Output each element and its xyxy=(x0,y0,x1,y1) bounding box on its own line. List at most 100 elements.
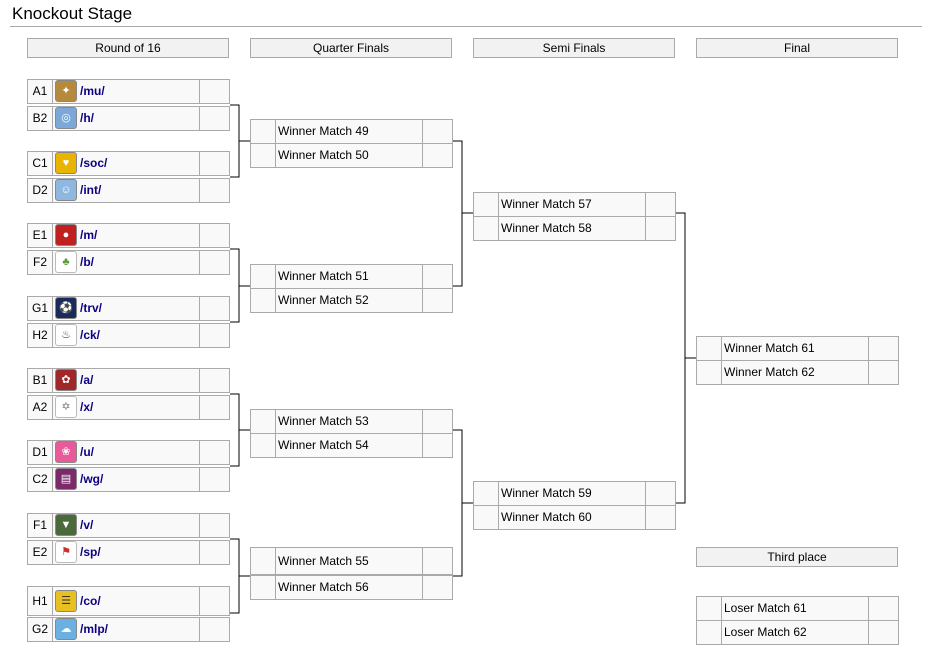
score-cell xyxy=(199,618,229,641)
seed-cell xyxy=(251,120,276,143)
team-cell: ▼/v/ xyxy=(53,514,199,537)
seed-cell xyxy=(251,410,276,433)
qf-row[interactable]: Winner Match 51 xyxy=(250,264,453,289)
r16-row-g1[interactable]: G1 ⚽/trv/ xyxy=(27,296,230,321)
final-row[interactable]: Winner Match 62 xyxy=(696,360,899,385)
qf-row[interactable]: Winner Match 56 xyxy=(250,575,453,600)
team-cell: ☁/mlp/ xyxy=(53,618,199,641)
seed-cell xyxy=(251,289,276,312)
final-row[interactable]: Winner Match 61 xyxy=(696,336,899,361)
sf-row[interactable]: Winner Match 59 xyxy=(473,481,676,506)
team-link[interactable]: /a/ xyxy=(80,373,94,387)
seed-label: D2 xyxy=(28,179,53,202)
r16-row-d1[interactable]: D1 ❀/u/ xyxy=(27,440,230,465)
r16-row-g2[interactable]: G2 ☁/mlp/ xyxy=(27,617,230,642)
page-title: Knockout Stage xyxy=(12,4,133,23)
qf-row[interactable]: Winner Match 50 xyxy=(250,143,453,168)
team-cell: ☰/co/ xyxy=(53,587,199,615)
seed-cell xyxy=(251,434,276,457)
team-link[interactable]: /int/ xyxy=(80,183,102,197)
score-cell xyxy=(422,144,452,167)
seed-label: C1 xyxy=(28,152,53,175)
sf-row[interactable]: Winner Match 57 xyxy=(473,192,676,217)
r16-row-f2[interactable]: F2 ♣/b/ xyxy=(27,250,230,275)
seed-cell xyxy=(474,506,499,529)
score-cell xyxy=(422,120,452,143)
score-cell xyxy=(422,289,452,312)
h-logo-icon: ◎ xyxy=(55,107,77,129)
int-logo-icon: ☺ xyxy=(55,179,77,201)
r16-row-h2[interactable]: H2 ♨/ck/ xyxy=(27,323,230,348)
team-cell: ✡/x/ xyxy=(53,396,199,419)
score-cell xyxy=(199,80,229,103)
team-link[interactable]: /trv/ xyxy=(80,301,103,315)
team-cell: ▤/wg/ xyxy=(53,468,199,491)
seed-label: C2 xyxy=(28,468,53,491)
score-cell xyxy=(199,468,229,491)
co-logo-icon: ☰ xyxy=(55,590,77,612)
r16-row-b2[interactable]: B2 ◎/h/ xyxy=(27,106,230,131)
team-link[interactable]: /b/ xyxy=(80,255,94,269)
team-cell: ☺/int/ xyxy=(53,179,199,202)
qf-row[interactable]: Winner Match 53 xyxy=(250,409,453,434)
score-cell xyxy=(199,514,229,537)
score-cell xyxy=(422,265,452,288)
team-link[interactable]: /ck/ xyxy=(80,328,101,342)
team-link[interactable]: /co/ xyxy=(80,594,101,608)
match-label: Winner Match 61 xyxy=(724,341,815,355)
quarter-finals-heading: Quarter Finals xyxy=(250,38,452,58)
seed-label: G1 xyxy=(28,297,53,320)
qf-row[interactable]: Winner Match 49 xyxy=(250,119,453,144)
team-cell: ⚽/trv/ xyxy=(53,297,199,320)
r16-row-a2[interactable]: A2 ✡/x/ xyxy=(27,395,230,420)
score-cell xyxy=(645,193,675,216)
team-link[interactable]: /mu/ xyxy=(80,84,105,98)
team-link[interactable]: /u/ xyxy=(80,445,94,459)
r16-row-a1[interactable]: A1 ✦/mu/ xyxy=(27,79,230,104)
team-link[interactable]: /mlp/ xyxy=(80,622,109,636)
score-cell xyxy=(868,337,898,360)
match-label: Winner Match 57 xyxy=(501,197,592,211)
third-place-row[interactable]: Loser Match 61 xyxy=(696,596,899,621)
team-cell: ✿/a/ xyxy=(53,369,199,392)
r16-row-f1[interactable]: F1 ▼/v/ xyxy=(27,513,230,538)
sf-row[interactable]: Winner Match 60 xyxy=(473,505,676,530)
team-cell: ⚑/sp/ xyxy=(53,541,199,564)
score-cell xyxy=(199,541,229,564)
team-cell: ✦/mu/ xyxy=(53,80,199,103)
team-link[interactable]: /wg/ xyxy=(80,472,104,486)
score-cell xyxy=(199,152,229,175)
r16-row-d2[interactable]: D2 ☺/int/ xyxy=(27,178,230,203)
score-cell xyxy=(645,506,675,529)
seed-cell xyxy=(697,361,722,384)
score-cell xyxy=(422,576,452,599)
team-link[interactable]: /v/ xyxy=(80,518,94,532)
r16-row-e1[interactable]: E1 ●/m/ xyxy=(27,223,230,248)
team-link[interactable]: /soc/ xyxy=(80,156,108,170)
team-link[interactable]: /m/ xyxy=(80,228,98,242)
match-label: Winner Match 59 xyxy=(501,486,592,500)
match-label: Winner Match 55 xyxy=(278,554,369,568)
team-link[interactable]: /h/ xyxy=(80,111,94,125)
team-link[interactable]: /x/ xyxy=(80,400,94,414)
third-place-row[interactable]: Loser Match 62 xyxy=(696,620,899,645)
score-cell xyxy=(199,324,229,347)
r16-row-c2[interactable]: C2 ▤/wg/ xyxy=(27,467,230,492)
score-cell xyxy=(199,297,229,320)
qf-row[interactable]: Winner Match 52 xyxy=(250,288,453,313)
score-cell xyxy=(422,434,452,457)
r16-row-e2[interactable]: E2 ⚑/sp/ xyxy=(27,540,230,565)
qf-row[interactable]: Winner Match 55 xyxy=(250,547,453,575)
team-link[interactable]: /sp/ xyxy=(80,545,101,559)
r16-row-h1[interactable]: H1 ☰/co/ xyxy=(27,586,230,616)
score-cell xyxy=(199,441,229,464)
round-of-16-heading: Round of 16 xyxy=(27,38,229,58)
score-cell xyxy=(199,224,229,247)
qf-row[interactable]: Winner Match 54 xyxy=(250,433,453,458)
score-cell xyxy=(199,107,229,130)
r16-row-b1[interactable]: B1 ✿/a/ xyxy=(27,368,230,393)
score-cell xyxy=(199,369,229,392)
r16-row-c1[interactable]: C1 ♥/soc/ xyxy=(27,151,230,176)
seed-label: A2 xyxy=(28,396,53,419)
sf-row[interactable]: Winner Match 58 xyxy=(473,216,676,241)
